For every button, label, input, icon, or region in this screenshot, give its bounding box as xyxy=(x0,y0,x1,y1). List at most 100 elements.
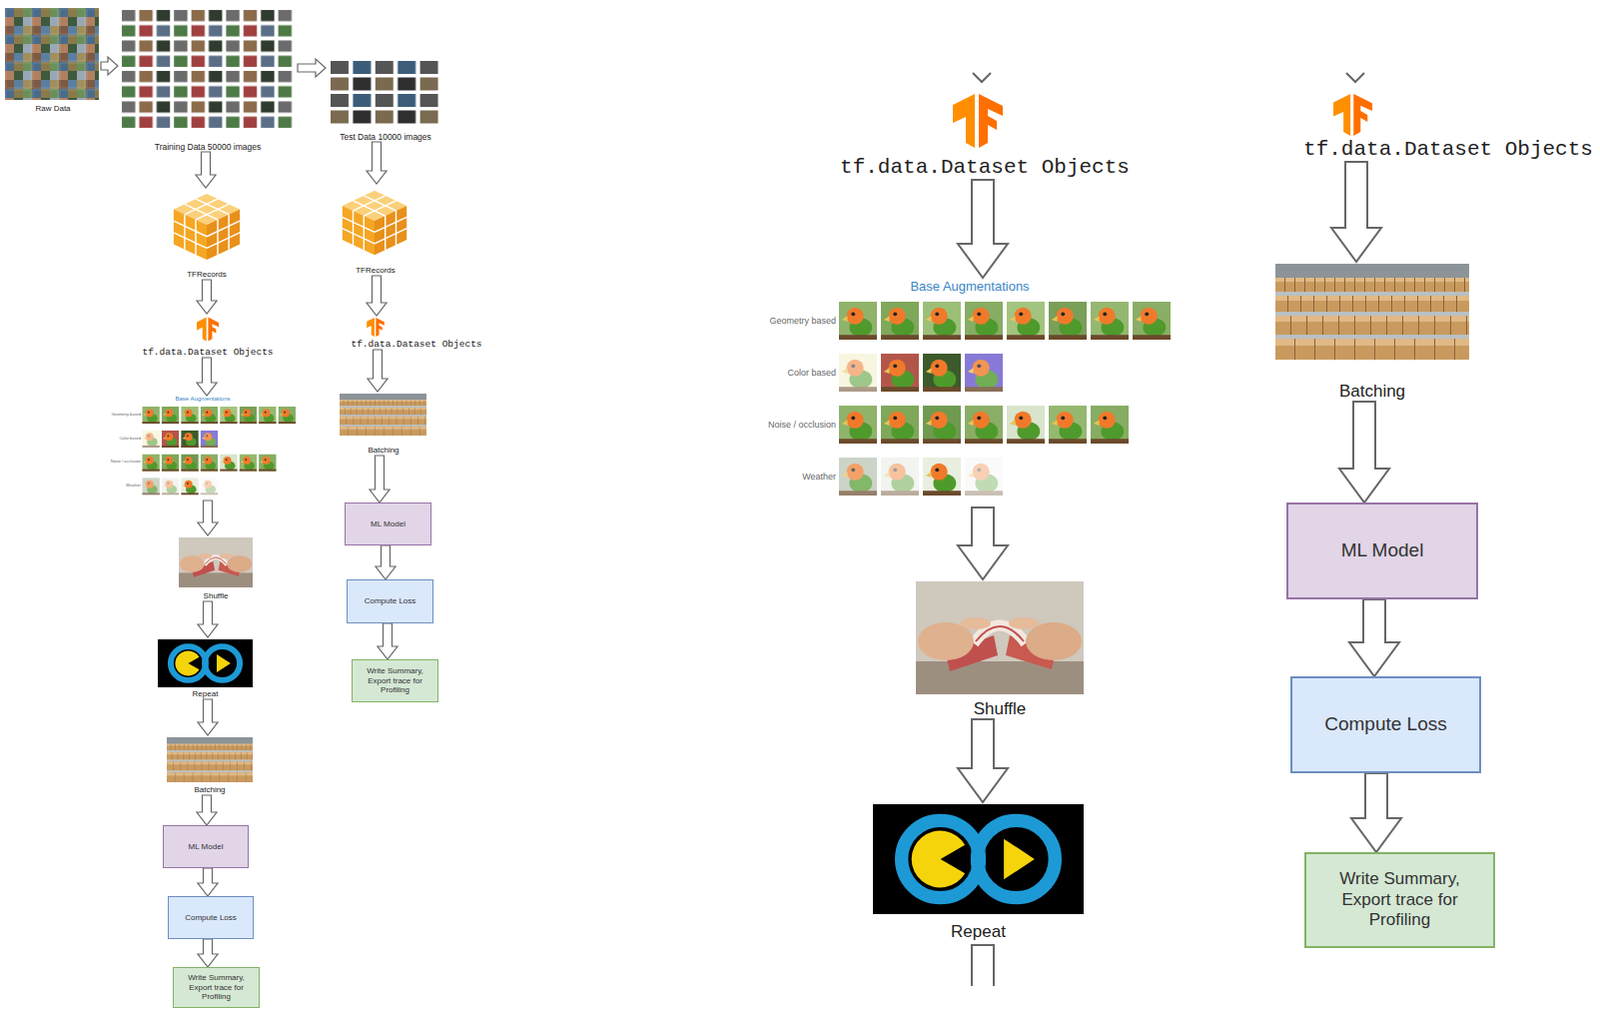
block-arrow xyxy=(197,601,218,638)
tfrecords-icon xyxy=(173,193,240,260)
training-image-grid xyxy=(119,7,294,130)
box-label: Compute Loss xyxy=(184,912,237,923)
stage-caption: tf.data.Dataset Objects xyxy=(839,154,1130,180)
stage-caption: Shuffle xyxy=(203,591,229,602)
stage-caption: TFRecords xyxy=(355,265,396,276)
block-arrow xyxy=(1331,161,1382,262)
block-arrow xyxy=(1339,401,1390,503)
image-stage: Raw Data xyxy=(4,5,101,114)
stage-caption: Training Data 50000 images xyxy=(154,141,261,152)
image-stage: Shuffle xyxy=(176,535,255,602)
cut-arrow-tip xyxy=(972,72,991,82)
stage-caption: tf.data.Dataset Objects xyxy=(141,346,273,358)
row-label: Weather xyxy=(801,471,836,483)
image-stage: Batching xyxy=(164,735,255,796)
process-box: Write Summary, Export trace for Profilin… xyxy=(351,659,439,703)
box-label: Write Summary, Export trace for Profilin… xyxy=(1324,868,1476,930)
process-box: ML Model xyxy=(344,502,432,546)
batching-photo xyxy=(339,393,427,436)
image-stage: TFRecords xyxy=(164,187,249,280)
image-stage: Shuffle xyxy=(913,579,1086,720)
stage-caption: Batching xyxy=(367,445,399,456)
process-box: Compute Loss xyxy=(1290,676,1482,774)
box-label: ML Model xyxy=(1341,539,1425,563)
stage-caption: Batching xyxy=(1339,381,1406,402)
test-image-grid xyxy=(328,58,441,125)
repeat-icon xyxy=(872,803,1084,914)
image-stage: tf.data.Dataset Objects xyxy=(135,313,280,358)
row-label: Noise / occlusion xyxy=(110,459,141,465)
tensorflow-logo xyxy=(952,93,1003,148)
process-box: ML Model xyxy=(162,824,249,868)
block-arrow xyxy=(375,545,396,580)
stage-caption: tf.data.Dataset Objects xyxy=(1303,136,1594,162)
process-box: Write Summary, Export trace for Profilin… xyxy=(1304,851,1496,948)
process-box: Write Summary, Export trace for Profilin… xyxy=(172,966,260,1008)
tfrecords-icon xyxy=(342,190,407,255)
block-arrow xyxy=(366,141,387,184)
row-label: Geometry based xyxy=(110,412,141,418)
image-stage: Training Data 50000 images xyxy=(117,5,298,152)
tensorflow-logo xyxy=(196,317,219,342)
block-arrow xyxy=(957,507,1008,580)
block-arrow xyxy=(196,795,217,825)
stage-caption: tf.data.Dataset Objects xyxy=(350,338,482,350)
shuffle-photo xyxy=(915,581,1084,695)
block-arrow xyxy=(100,56,118,75)
box-label: ML Model xyxy=(370,519,406,530)
block-arrow xyxy=(957,179,1008,278)
block-arrow xyxy=(195,151,216,188)
box-label: Compute Loss xyxy=(364,596,417,607)
image-stage: Repeat xyxy=(870,801,1086,942)
block-arrow xyxy=(197,500,218,536)
panel-heading: Base Augmentations xyxy=(107,395,298,403)
box-label: Write Summary, Export trace for Profilin… xyxy=(357,666,433,696)
augmentation-thumbnails xyxy=(141,406,296,496)
augmentation-panel: Base AugmentationsGeometry basedColor ba… xyxy=(107,395,298,501)
block-arrow xyxy=(1349,599,1400,677)
block-arrow xyxy=(197,699,218,736)
process-box: Compute Loss xyxy=(167,895,254,939)
shuffle-photo xyxy=(178,537,253,588)
row-label: Color based xyxy=(118,436,141,442)
image-stage: Batching xyxy=(337,391,430,456)
box-label: Compute Loss xyxy=(1324,713,1448,737)
batching-photo xyxy=(166,737,253,783)
augmentation-panel: Base AugmentationsGeometry basedColor ba… xyxy=(765,277,1175,508)
stage-caption: Repeat xyxy=(192,689,219,700)
block-arrow xyxy=(197,938,218,967)
image-stage: Batching xyxy=(1273,261,1472,402)
block-arrow xyxy=(367,349,388,392)
image-stage: TFRecords xyxy=(333,183,418,276)
block-arrow xyxy=(297,58,326,77)
stage-caption: TFRecords xyxy=(186,269,227,280)
stage-caption: Shuffle xyxy=(973,699,1027,720)
image-stage: Repeat xyxy=(156,637,254,700)
raw-data-mosaic xyxy=(4,7,99,100)
image-stage: tf.data.Dataset Objects xyxy=(1301,91,1596,162)
image-stage: tf.data.Dataset Objects xyxy=(836,91,1133,180)
process-box: Compute Loss xyxy=(346,579,434,624)
tensorflow-logo xyxy=(1333,93,1373,136)
image-stage: tf.data.Dataset Objects xyxy=(347,315,486,350)
stage-caption: Batching xyxy=(193,785,225,796)
block-arrow xyxy=(1351,773,1402,852)
repeat-icon xyxy=(157,639,253,688)
batching-photo xyxy=(1275,263,1470,360)
block-arrow xyxy=(197,867,218,896)
stage-caption: Repeat xyxy=(950,921,1006,942)
process-box: ML Model xyxy=(1286,502,1479,600)
stage-caption: Raw Data xyxy=(34,103,70,114)
augmentation-thumbnails xyxy=(838,301,1171,496)
image-stage: Test Data 10000 images xyxy=(325,55,446,142)
row-label: Noise / occlusion xyxy=(768,419,836,431)
block-arrow xyxy=(366,275,387,316)
row-label: Weather xyxy=(125,483,141,489)
cut-arrow-stem xyxy=(971,944,994,986)
cut-arrow-tip xyxy=(1346,72,1365,82)
block-arrow xyxy=(196,279,217,314)
block-arrow xyxy=(369,455,390,503)
tensorflow-logo xyxy=(366,317,385,337)
